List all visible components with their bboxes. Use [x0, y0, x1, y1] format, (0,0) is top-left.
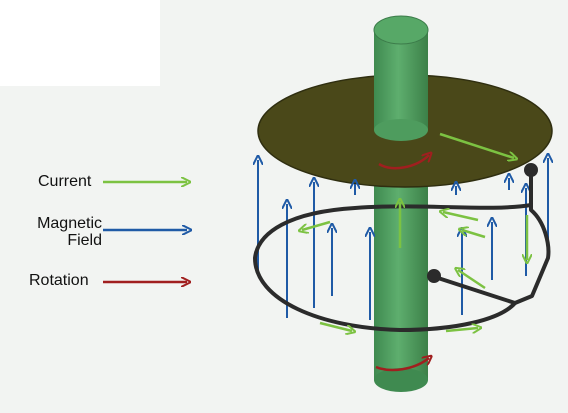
upper-shaft — [373, 15, 429, 141]
brush-contact-top — [524, 163, 538, 177]
blank-panel — [0, 0, 160, 86]
legend-magnetic-field-label: Magnetic Field — [37, 215, 102, 249]
wire-circuit — [253, 168, 551, 332]
rotation-arrows — [375, 155, 429, 372]
legend-rotation-label: Rotation — [29, 272, 89, 289]
legend-current-label: Current — [38, 173, 92, 190]
brush-contact-shaft — [427, 269, 441, 283]
current-arrows — [302, 132, 527, 331]
